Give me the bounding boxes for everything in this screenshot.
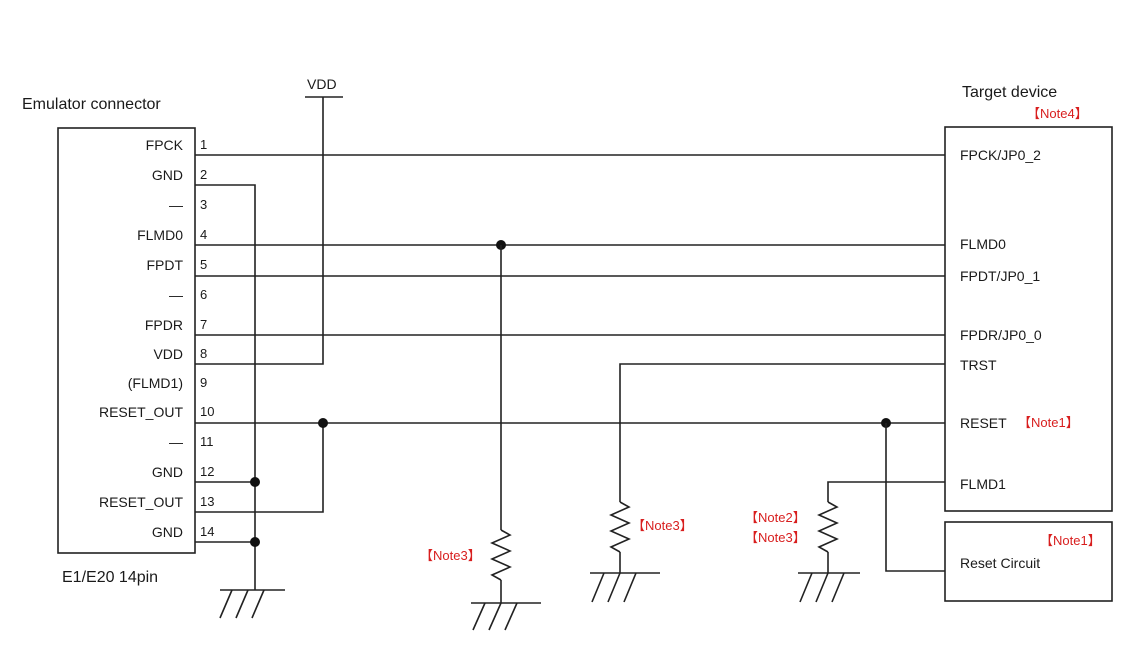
target-signal-label: FPCK/JP0_2 [960, 147, 1041, 163]
pin-label: — [169, 287, 183, 303]
note-trst-resistor: 【Note3】 [632, 518, 693, 533]
pin-number: 8 [200, 346, 207, 361]
pin-number: 5 [200, 257, 207, 272]
reset-circuit-note: 【Note1】 [1040, 533, 1101, 548]
pin-number: 1 [200, 137, 207, 152]
target-signal-label: TRST [960, 357, 997, 373]
pin-label: FPDR [145, 317, 183, 333]
pin-number: 3 [200, 197, 207, 212]
target-title: Target device [962, 84, 1057, 101]
resistor-flmd1 [817, 501, 839, 553]
emulator-caption: E1/E20 14pin [62, 569, 158, 586]
pin-label: FPDT [146, 257, 183, 273]
target-note: 【Note4】 [1027, 106, 1088, 121]
pin-number: 11 [200, 434, 214, 449]
pin-number: 14 [200, 524, 214, 539]
note-flmd0-resistor: 【Note3】 [420, 548, 481, 563]
pin-number: 10 [200, 404, 214, 419]
ground-symbol [219, 589, 285, 619]
pin-label: GND [152, 464, 183, 480]
target-signal-label: FLMD0 [960, 236, 1006, 252]
wire-flmd1 [827, 481, 945, 502]
pin-label: GND [152, 524, 183, 540]
reset-note: 【Note1】 [1018, 415, 1079, 430]
resistor-trst [609, 501, 631, 553]
emulator-title: Emulator connector [22, 96, 161, 113]
pin-label: GND [152, 167, 183, 183]
ground-symbol [590, 572, 660, 603]
pin-number: 12 [200, 464, 214, 479]
resistor-flmd0 [490, 529, 512, 581]
target-signal-label: FPDT/JP0_1 [960, 268, 1040, 284]
pin-label: (FLMD1) [128, 375, 183, 391]
wire-reset-circuit [885, 423, 945, 572]
ground-symbol [798, 572, 860, 603]
pin-number: 6 [200, 287, 207, 302]
target-signal-label: FPDR/JP0_0 [960, 327, 1042, 343]
pin-label: FLMD0 [137, 227, 183, 243]
wire-trst [619, 363, 945, 502]
note-flmd1-resistor-a: 【Note2】 [745, 510, 806, 525]
reset-circuit-box [944, 521, 1113, 602]
wire-vdd [195, 97, 324, 365]
junction-reset-out [318, 418, 328, 428]
emulator-connector-box [57, 127, 196, 554]
ground-symbol [471, 602, 541, 631]
junction-gnd-14 [250, 537, 260, 547]
wire-reset-out-13 [195, 423, 324, 513]
pin-number: 13 [200, 494, 214, 509]
pin-label: FPCK [146, 137, 184, 153]
wire-gnd-bus [195, 184, 256, 590]
pin-number: 7 [200, 317, 207, 332]
pin-label: — [169, 197, 183, 213]
pin-label: VDD [153, 346, 183, 362]
target-device-box [944, 126, 1113, 512]
note-flmd1-resistor-b: 【Note3】 [745, 530, 806, 545]
pin-number: 9 [200, 375, 207, 390]
reset-circuit-label: Reset Circuit [960, 555, 1040, 571]
target-signal-label: RESET [960, 415, 1007, 431]
pin-label: RESET_OUT [99, 404, 183, 420]
pin-label: — [169, 434, 183, 450]
pin-label: RESET_OUT [99, 494, 183, 510]
pin-number: 4 [200, 227, 207, 242]
junction-gnd-12 [250, 477, 260, 487]
target-signal-label: FLMD1 [960, 476, 1006, 492]
pin-number: 2 [200, 167, 207, 182]
vdd-label: VDD [307, 76, 337, 92]
